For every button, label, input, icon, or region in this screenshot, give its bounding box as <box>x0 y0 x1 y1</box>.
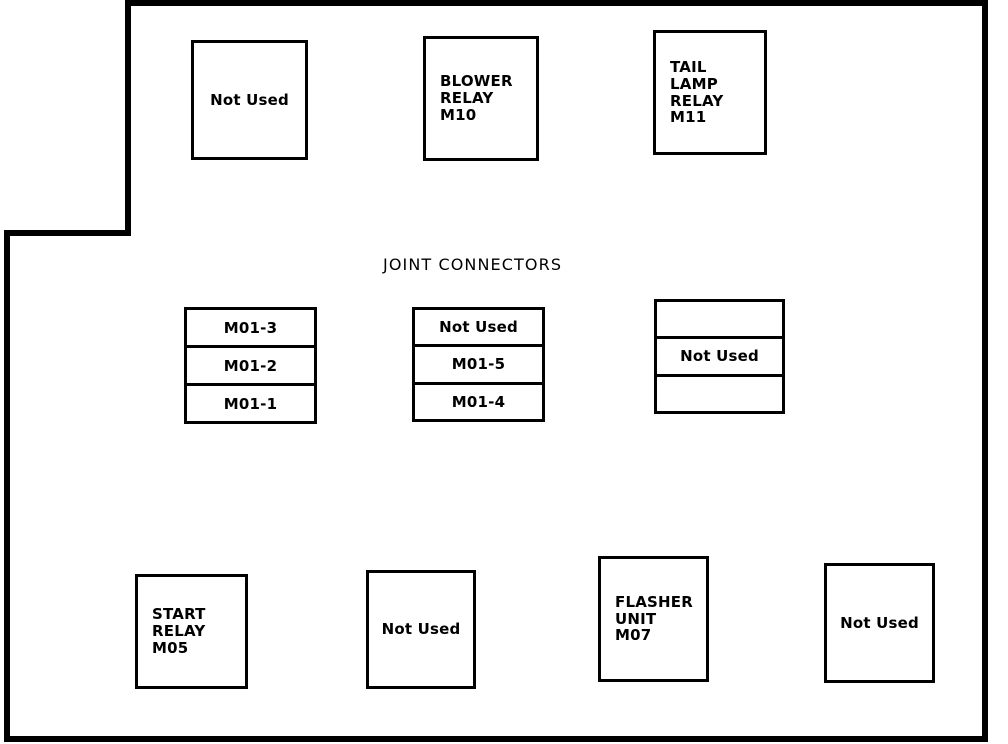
joint-connector-cell[interactable]: Not Used <box>657 339 782 377</box>
relay-slot-blower-relay[interactable]: BLOWER RELAY M10 <box>423 36 539 161</box>
joint-connector-cell[interactable] <box>657 302 782 340</box>
joint-connectors-caption: JOINT CONNECTORS <box>383 255 563 274</box>
relay-slot-bottom-not-used-1[interactable]: Not Used <box>366 570 476 689</box>
relay-slot-label: TAIL LAMP RELAY M11 <box>670 57 724 127</box>
joint-connector-stack-left[interactable]: M01-3 M01-2 M01-1 <box>184 307 317 424</box>
relay-slot-label: Not Used <box>210 90 289 109</box>
relay-slot-start-relay[interactable]: START RELAY M05 <box>135 574 248 689</box>
relay-slot-label: FLASHER UNIT M07 <box>615 592 693 645</box>
joint-connector-cell[interactable] <box>657 376 782 411</box>
joint-connector-stack-right[interactable]: Not Used <box>654 299 785 414</box>
joint-connector-cell[interactable]: M01-5 <box>415 347 542 385</box>
joint-connector-cell[interactable]: M01-2 <box>187 348 314 386</box>
relay-slot-flasher-unit[interactable]: FLASHER UNIT M07 <box>598 556 709 682</box>
joint-connector-cell[interactable]: Not Used <box>415 310 542 348</box>
joint-connector-stack-middle[interactable]: Not Used M01-5 M01-4 <box>412 307 545 422</box>
relay-slot-bottom-not-used-2[interactable]: Not Used <box>824 563 935 683</box>
relay-slot-tail-lamp-relay[interactable]: TAIL LAMP RELAY M11 <box>653 30 767 155</box>
joint-connector-cell[interactable]: M01-1 <box>187 386 314 421</box>
relay-slot-label: Not Used <box>840 613 919 632</box>
joint-connector-cell[interactable]: M01-3 <box>187 310 314 348</box>
relay-slot-label: BLOWER RELAY M10 <box>440 72 513 124</box>
relay-slot-label: START RELAY M05 <box>152 605 206 657</box>
relay-slot-label: Not Used <box>381 620 461 639</box>
relay-slot-top-not-used[interactable]: Not Used <box>191 40 308 160</box>
joint-connector-cell[interactable]: M01-4 <box>415 384 542 419</box>
